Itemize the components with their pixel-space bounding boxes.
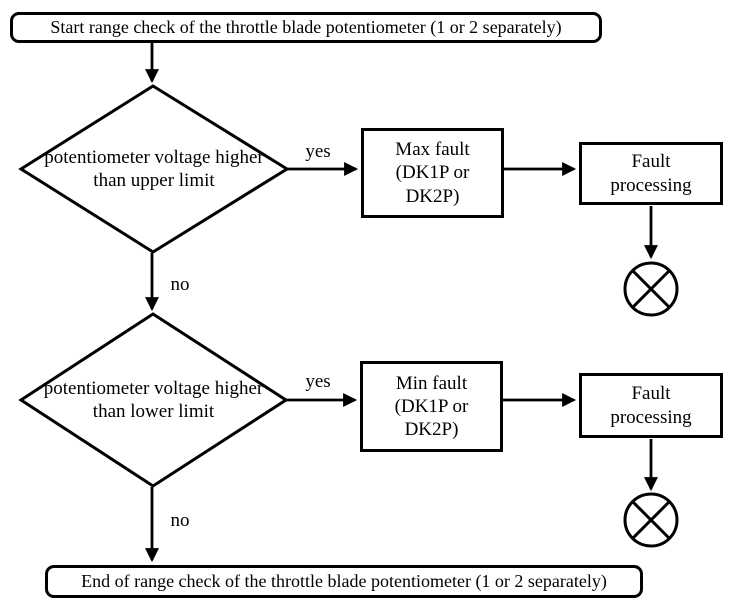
process-fault-processing-bottom: Fault processing xyxy=(579,373,723,438)
decision-upper-shape xyxy=(18,84,290,254)
decision-lower-shape xyxy=(18,312,289,488)
start-node: Start range check of the throttle blade … xyxy=(10,12,602,43)
process-max-fault: Max fault (DK1P or DK2P) xyxy=(361,128,504,218)
process-min-fault: Min fault (DK1P or DK2P) xyxy=(360,361,503,452)
process-fault-processing-top: Fault processing xyxy=(579,142,723,205)
edge-label-upper-yes: yes xyxy=(305,141,331,162)
edge-label-upper-no: no xyxy=(170,274,190,295)
edge-label-lower-no: no xyxy=(170,510,190,531)
end-node: End of range check of the throttle blade… xyxy=(45,565,643,598)
terminator-circle-x-top-icon xyxy=(623,261,679,317)
decision-upper-label: potentiometer voltage higher than upper … xyxy=(44,146,264,191)
edge-label-lower-yes: yes xyxy=(305,371,331,392)
terminator-circle-x-bottom-icon xyxy=(623,492,679,548)
decision-lower-label: potentiometer voltage higher than lower … xyxy=(43,377,264,422)
